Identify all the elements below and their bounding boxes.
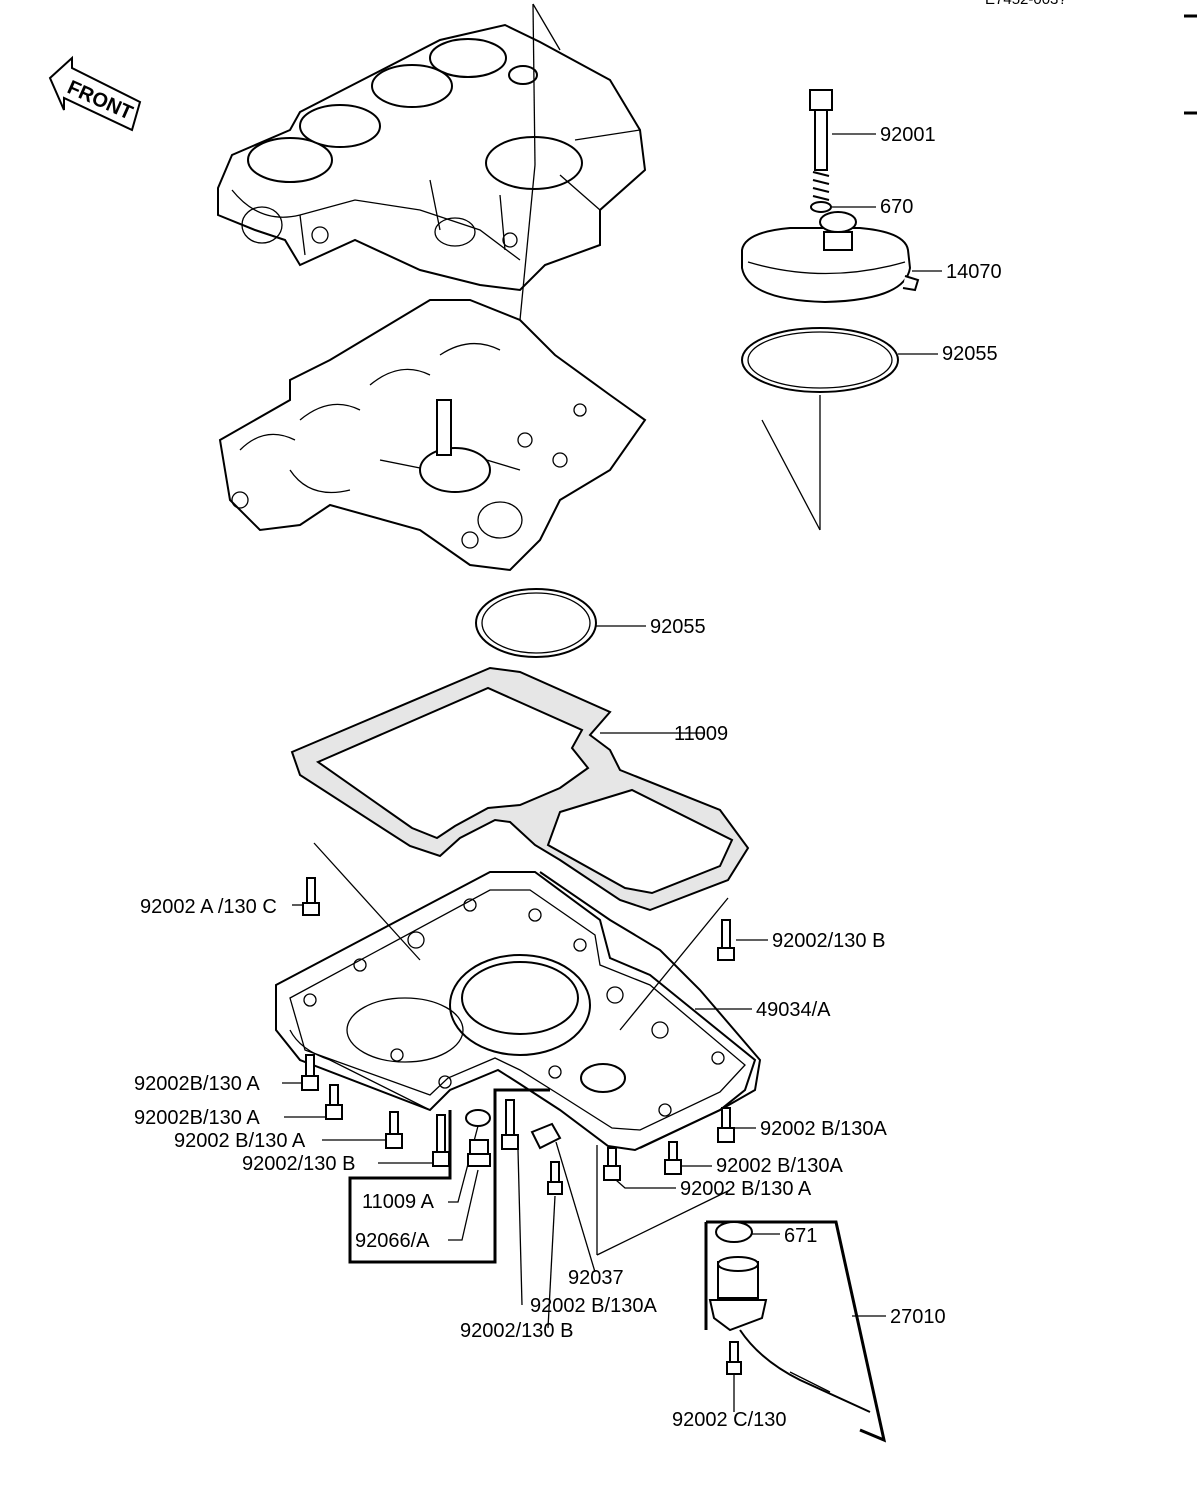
front-arrow-icon: FRONT [48, 55, 142, 132]
bolt-bottom-2 [547, 1161, 563, 1195]
callout-cover: 14070 [946, 261, 1002, 283]
switch-o-ring [715, 1221, 753, 1243]
gasket-a [465, 1109, 491, 1127]
washer [810, 201, 832, 213]
upper-crankcase [217, 23, 647, 292]
bolt-right-2 [664, 1141, 682, 1175]
filter-cover [741, 211, 920, 304]
callout-bolt-r3: 92002 B/130 A [680, 1178, 812, 1200]
callout-plug-a: 92066/A [355, 1230, 430, 1252]
callout-pan-gasket: 11009 [674, 723, 728, 745]
callout-bolt-a130c: 92002 A /130 C [140, 896, 277, 918]
bolt-bottom-1 [501, 1099, 519, 1150]
relief-bolt [809, 89, 833, 201]
callout-clip: 92037 [568, 1267, 624, 1289]
bolt-left-4 [432, 1114, 450, 1167]
callout-gasket-a: 11009 A [362, 1191, 435, 1213]
oil-pan [275, 871, 757, 1152]
callout-oring-mid: 92055 [650, 616, 706, 638]
bolt-right-3 [603, 1147, 621, 1181]
lower-crankcase [218, 299, 647, 572]
drain-plug [467, 1139, 491, 1167]
callout-bolt-r1: 92002 B/130A [760, 1118, 887, 1140]
callout-bolt-l2: 92002B/130 A [134, 1107, 260, 1129]
callout-bolt-r2: 92002 B/130A [716, 1155, 843, 1177]
diagram-code: E7452-003? [985, 0, 1067, 8]
oil-pressure-switch [708, 1256, 871, 1413]
callout-bolt-l3: 92002 B/130 A [174, 1130, 306, 1152]
oil-pan-gasket [290, 666, 750, 912]
callout-bolt-switch: 92002 C/130 [672, 1409, 787, 1431]
callout-oil-pan: 49034/A [756, 999, 831, 1021]
bolt-right-1 [717, 1107, 735, 1143]
callout-bolt-l1: 92002B/130 A [134, 1073, 260, 1095]
o-ring-top [741, 327, 899, 393]
callout-washer-top: 670 [880, 196, 913, 218]
callout-bolt-l4: 92002/130 B [242, 1153, 355, 1175]
bolt-130b-right [717, 919, 735, 961]
bolt-a130c [302, 877, 320, 916]
o-ring-mid [475, 588, 597, 658]
callout-bolt-130b-right: 92002/130 B [772, 930, 885, 952]
clip [530, 1122, 562, 1150]
callout-bolt-b1: 92002 B/130A [530, 1295, 657, 1317]
bolt-left-2 [325, 1084, 343, 1120]
callout-oring-top: 92055 [942, 343, 998, 365]
bolt-switch [726, 1341, 742, 1375]
callout-switch: 27010 [890, 1306, 946, 1328]
bolt-left-3 [385, 1111, 403, 1149]
callout-oring-switch: 671 [784, 1225, 817, 1247]
callout-bolt-top: 92001 [880, 124, 936, 146]
bolt-left-1 [301, 1054, 319, 1091]
callout-bolt-b2: 92002/130 B [460, 1320, 573, 1342]
